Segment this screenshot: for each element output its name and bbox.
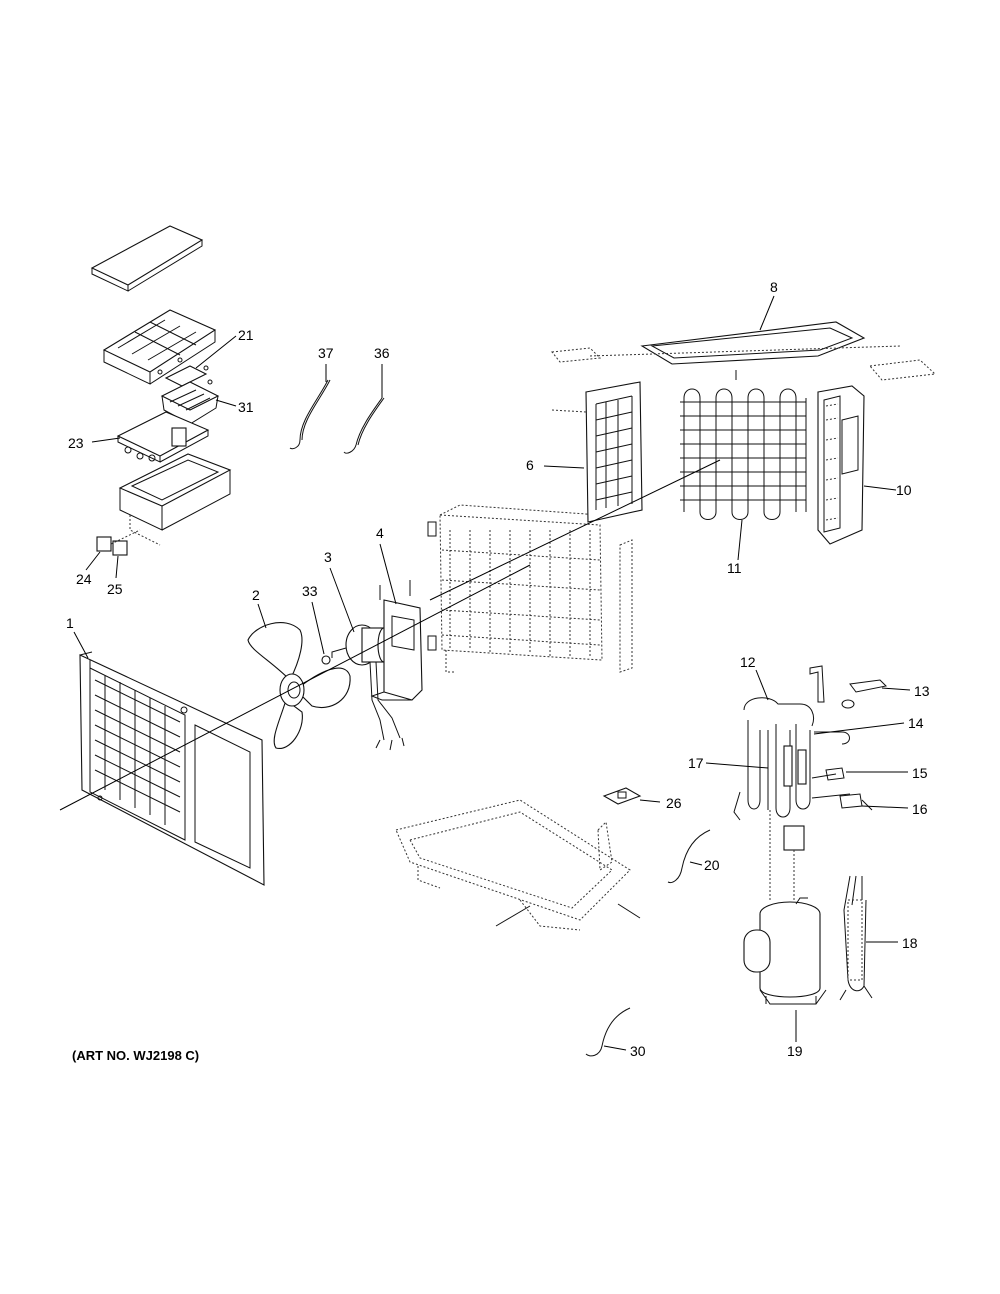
callout-labels: 1 2 3 4 33 8 6 11 10 12 13 14 15 16 17 1… — [66, 279, 930, 1059]
part-23-control-board — [116, 411, 210, 463]
control-box — [118, 453, 232, 546]
condenser-coil — [427, 504, 633, 673]
callout-20: 20 — [704, 857, 720, 873]
assembly-axis-line — [59, 564, 531, 811]
callout-24: 24 — [76, 571, 92, 587]
callout-12: 12 — [740, 654, 756, 670]
callout-19: 19 — [787, 1043, 803, 1059]
part-2-fan-blade — [247, 622, 351, 749]
callout-15: 15 — [912, 765, 928, 781]
part-10-shroud — [817, 385, 865, 545]
callout-31: 31 — [238, 399, 254, 415]
callout-18: 18 — [902, 935, 918, 951]
part-18-harness — [839, 875, 873, 1001]
callout-30: 30 — [630, 1043, 646, 1059]
callout-leaders — [73, 295, 911, 1051]
part-1-front-grille — [79, 651, 265, 886]
part-19-compressor — [743, 810, 827, 1005]
part-4-motor-bracket — [370, 580, 423, 701]
callout-4: 4 — [376, 525, 384, 541]
part-26-bracket — [602, 787, 642, 805]
part-20-wire — [667, 829, 711, 883]
control-housing-tray — [102, 309, 217, 385]
callout-2: 2 — [252, 587, 260, 603]
part-21-switch — [157, 357, 213, 387]
callout-10: 10 — [896, 482, 912, 498]
callout-25: 25 — [107, 581, 123, 597]
part-30-wire — [585, 1007, 631, 1057]
part-6-side-panel — [551, 381, 643, 523]
callout-37: 37 — [318, 345, 334, 361]
part-24-25-connectors — [96, 529, 141, 556]
refrigerant-tubing-assembly — [733, 665, 888, 821]
callout-6: 6 — [526, 457, 534, 473]
callout-16: 16 — [912, 801, 928, 817]
callout-23: 23 — [68, 435, 84, 451]
callout-33: 33 — [302, 583, 318, 599]
control-cover-panel — [90, 225, 204, 292]
callout-3: 3 — [324, 549, 332, 565]
wire-harness-36-37 — [289, 379, 385, 454]
part-33-nut — [321, 655, 331, 665]
callout-13: 13 — [914, 683, 930, 699]
coil-axis-line — [429, 459, 721, 601]
callout-21: 21 — [238, 327, 254, 343]
base-pan — [395, 799, 641, 931]
callout-36: 36 — [374, 345, 390, 361]
callout-8: 8 — [770, 279, 778, 295]
callout-26: 26 — [666, 795, 682, 811]
callout-17: 17 — [688, 755, 704, 771]
callout-11: 11 — [727, 560, 742, 576]
part-11-evaporator-coil — [680, 388, 807, 520]
art-number: (ART NO. WJ2198 C) — [72, 1048, 199, 1063]
callout-14: 14 — [908, 715, 924, 731]
callout-1: 1 — [66, 615, 74, 631]
part-8-top-cover — [551, 321, 937, 381]
